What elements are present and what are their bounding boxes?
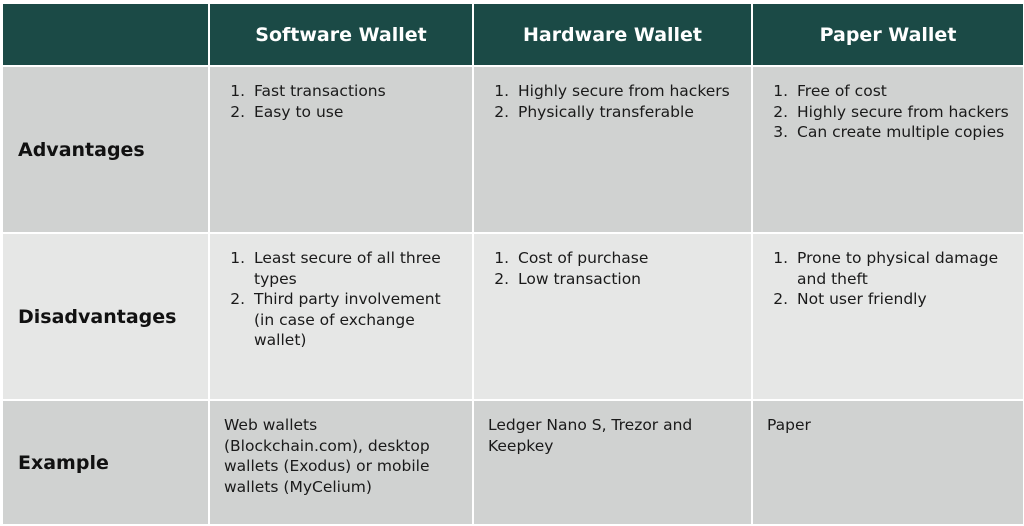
- list-item: Fast transactions: [250, 81, 458, 102]
- header-hardware-wallet: Hardware Wallet: [472, 2, 753, 67]
- cell-paper-wallet: Paper: [751, 399, 1024, 526]
- header-software-wallet: Software Wallet: [208, 2, 474, 67]
- numbered-list: Fast transactionsEasy to use: [224, 81, 458, 122]
- cell-hardware-wallet: Highly secure from hackersPhysically tra…: [472, 65, 753, 234]
- header-paper-wallet: Paper Wallet: [751, 2, 1024, 67]
- row-header: Example: [1, 399, 210, 526]
- cell-hardware-wallet: Cost of purchaseLow transaction: [472, 232, 753, 401]
- cell-text: Paper: [767, 416, 811, 434]
- table-row-disadvantages: DisadvantagesLeast secure of all three t…: [1, 232, 1024, 401]
- row-header: Advantages: [1, 65, 210, 234]
- list-item: Highly secure from hackers: [793, 102, 1009, 123]
- numbered-list: Prone to physical damage and theftNot us…: [767, 248, 1009, 310]
- list-item: Can create multiple copies: [793, 122, 1009, 143]
- header-empty: [1, 2, 210, 67]
- numbered-list: Least secure of all three typesThird par…: [224, 248, 458, 351]
- row-header: Disadvantages: [1, 232, 210, 401]
- list-item: Least secure of all three types: [250, 248, 458, 289]
- list-item: Low transaction: [514, 269, 737, 290]
- cell-text: Ledger Nano S, Trezor and Keepkey: [488, 416, 693, 455]
- list-item: Easy to use: [250, 102, 458, 123]
- cell-paper-wallet: Prone to physical damage and theftNot us…: [751, 232, 1024, 401]
- cell-hardware-wallet: Ledger Nano S, Trezor and Keepkey: [472, 399, 753, 526]
- list-item: Prone to physical damage and theft: [793, 248, 1009, 289]
- list-item: Physically transferable: [514, 102, 737, 123]
- table-row-advantages: AdvantagesFast transactionsEasy to useHi…: [1, 65, 1024, 234]
- header-row: Software Wallet Hardware Wallet Paper Wa…: [1, 2, 1024, 67]
- list-item: Not user friendly: [793, 289, 1009, 310]
- numbered-list: Free of costHighly secure from hackersCa…: [767, 81, 1009, 143]
- list-item: Cost of purchase: [514, 248, 737, 269]
- numbered-list: Highly secure from hackersPhysically tra…: [488, 81, 737, 122]
- cell-paper-wallet: Free of costHighly secure from hackersCa…: [751, 65, 1024, 234]
- list-item: Highly secure from hackers: [514, 81, 737, 102]
- list-item: Free of cost: [793, 81, 1009, 102]
- list-item: Third party involvement (in case of exch…: [250, 289, 458, 351]
- cell-software-wallet: Web wallets (Blockchain.com), desktop wa…: [208, 399, 474, 526]
- cell-software-wallet: Least secure of all three typesThird par…: [208, 232, 474, 401]
- numbered-list: Cost of purchaseLow transaction: [488, 248, 737, 289]
- cell-software-wallet: Fast transactionsEasy to use: [208, 65, 474, 234]
